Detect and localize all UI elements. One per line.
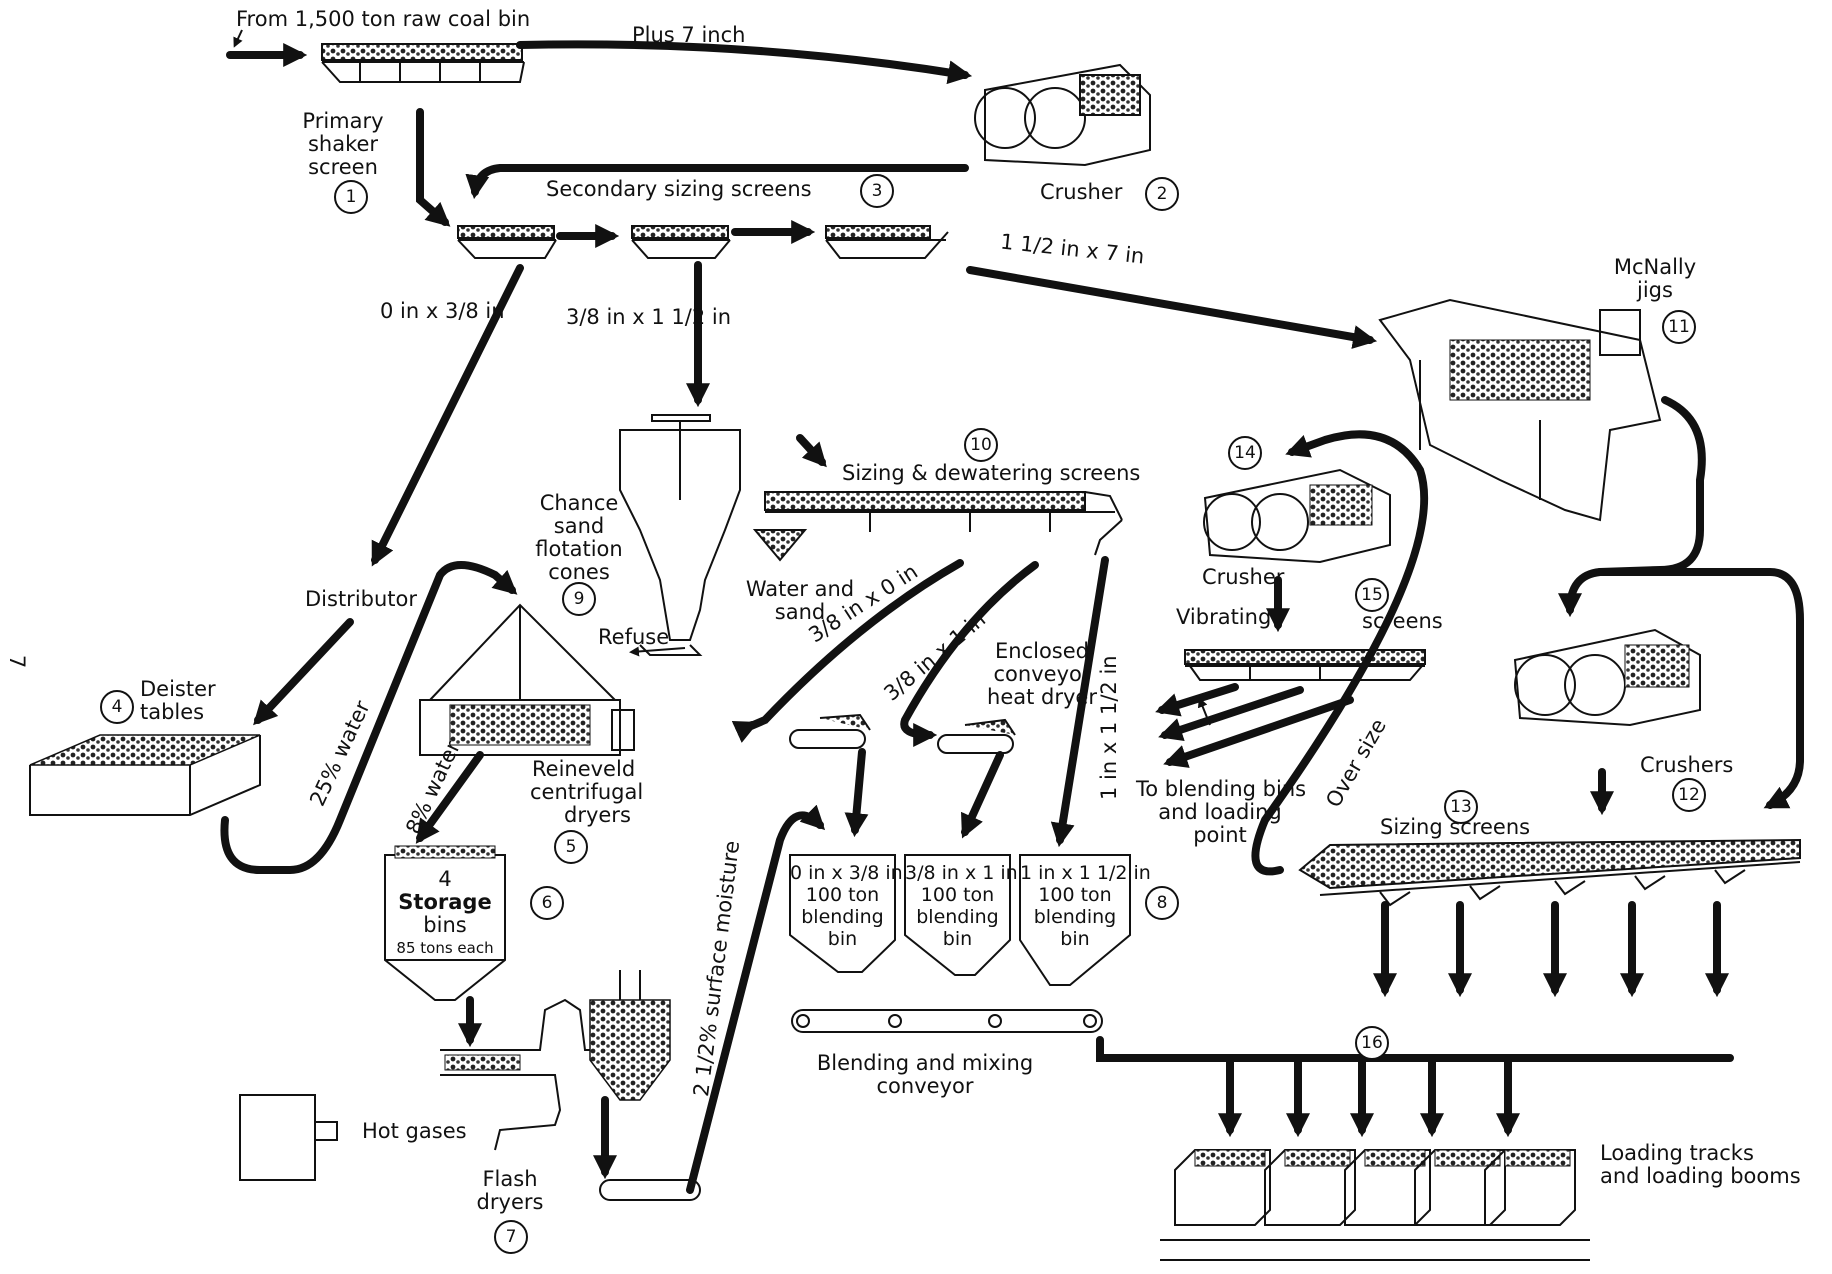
primary-shaker-screen	[322, 44, 524, 82]
step-number-2: 2	[1145, 177, 1179, 211]
label-plus7: Plus 7 inch	[632, 24, 745, 47]
label-secondary-screens: Secondary sizing screens	[546, 178, 812, 201]
label-size-fine: 0 in x 3/8 in	[380, 300, 505, 323]
step-number-6: 6	[530, 886, 564, 920]
secondary-screen-a	[458, 226, 556, 258]
step-number-12: 12	[1672, 778, 1706, 812]
label-vibrating: Vibrating	[1176, 606, 1271, 629]
step-number-11: 11	[1662, 310, 1696, 344]
flash-dryers	[440, 970, 700, 1200]
label-crushers-12: Crushers	[1640, 754, 1733, 777]
secondary-screen-c	[826, 226, 948, 258]
label-source: From 1,500 ton raw coal bin	[236, 8, 530, 31]
step-number-10: 10	[964, 428, 998, 462]
step-number-3: 3	[860, 174, 894, 208]
step-number-8: 8	[1145, 886, 1179, 920]
step-number-14: 14	[1228, 436, 1262, 470]
label-sizing-dewatering: Sizing & dewatering screens	[842, 462, 1140, 485]
vibrating-screens	[1185, 650, 1425, 680]
hot-gas-furnace	[240, 1095, 337, 1180]
label-distributor: Distributor	[305, 588, 417, 611]
loading-cars	[1160, 1150, 1590, 1260]
chance-flotation-cones	[620, 415, 740, 655]
crusher-2	[975, 65, 1150, 165]
deister-tables	[30, 735, 260, 815]
step-number-1: 1	[334, 180, 368, 214]
label-screens-15: screens	[1362, 610, 1443, 633]
label-refuse: Refuse	[598, 626, 669, 649]
label-size-mid: 3/8 in x 1 1/2 in	[566, 306, 731, 329]
step-number-9: 9	[562, 582, 596, 616]
crusher-14	[1204, 470, 1390, 562]
small-conveyor-b	[938, 720, 1015, 753]
step-number-16: 16	[1355, 1026, 1389, 1060]
blending-conveyor	[792, 1010, 1102, 1032]
flow-arrows	[224, 44, 1800, 1190]
step-number-7: 7	[494, 1220, 528, 1254]
step-number-4: 4	[100, 690, 134, 724]
label-crusher-14: Crusher	[1202, 566, 1284, 589]
sizing-screens-13	[1300, 840, 1800, 905]
label-storage-bins: 4 Storage bins 85 tons each	[385, 868, 505, 960]
crushers-12	[1515, 630, 1700, 725]
label-sizing-screens-13: Sizing screens	[1380, 816, 1530, 839]
label-crusher-2: Crusher	[1040, 181, 1122, 204]
label-hot-gases: Hot gases	[362, 1120, 467, 1143]
page-number: 7	[5, 655, 28, 668]
sizing-dewatering-screens	[755, 492, 1122, 560]
label-reineveld-dryers: Reineveld centrifugal dryers	[530, 758, 643, 827]
secondary-screen-b	[632, 226, 730, 258]
step-number-15: 15	[1355, 578, 1389, 612]
step-number-5: 5	[554, 830, 588, 864]
small-conveyor-a	[790, 715, 870, 748]
